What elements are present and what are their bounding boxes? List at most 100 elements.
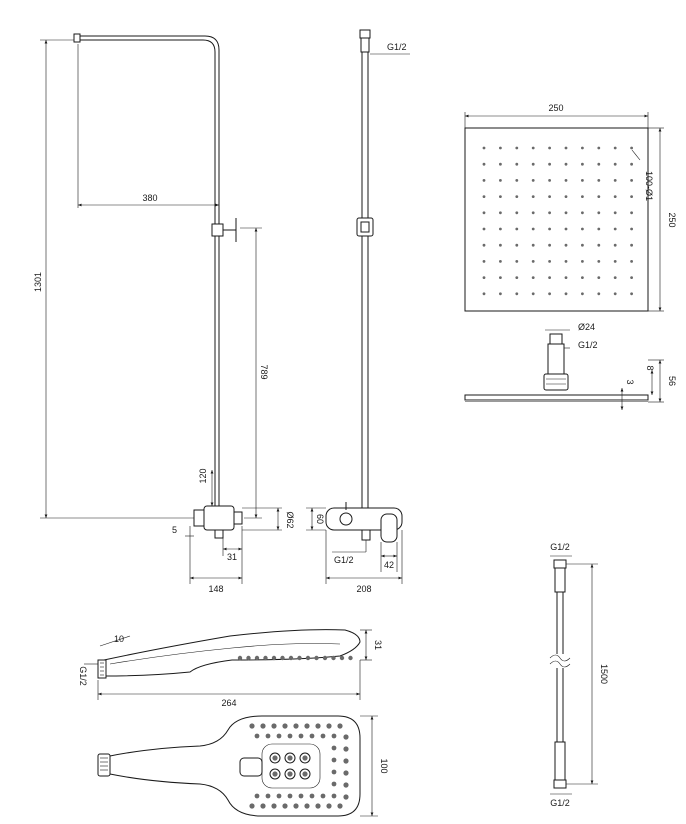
- hand-front-thread: [97, 753, 111, 777]
- nozzle-dot: [482, 260, 486, 263]
- nozzle-dot: [304, 723, 310, 729]
- dim-g12-top: G1/2: [387, 42, 407, 52]
- nozzle-dot: [254, 793, 260, 799]
- nozzle-dot: [581, 292, 584, 296]
- column-side-dimensions: 1301 380 789 120 5 31 148 Ø62: [33, 39, 295, 594]
- head-top-nut: [549, 333, 563, 345]
- nozzle-dot: [343, 794, 349, 800]
- nozzle-dot: [331, 769, 337, 775]
- nozzle-dot: [309, 733, 315, 739]
- nozzle-dot: [564, 260, 568, 263]
- nozzle-dot: [499, 227, 502, 231]
- nozzle-dot: [282, 723, 288, 729]
- side-mixer-body: [203, 505, 235, 531]
- dim-56: 56: [667, 376, 677, 386]
- nozzle-dot: [499, 260, 502, 263]
- nozzle-dot: [564, 146, 568, 150]
- hand-mode-button: [239, 757, 263, 777]
- nozzle-dot: [287, 771, 293, 777]
- nozzle-dot: [531, 227, 535, 231]
- nozzle-dot: [515, 227, 519, 231]
- dim-g12-hose-top: G1/2: [550, 542, 570, 552]
- nozzle-dot: [315, 723, 321, 729]
- nozzle-dot: [597, 227, 601, 231]
- dim-100: 100: [379, 758, 389, 773]
- head-side-dimensions: Ø24 G1/2 8 3 56: [545, 322, 677, 410]
- nozzle-dot: [249, 803, 255, 809]
- nozzle-dot: [531, 260, 535, 263]
- nozzle-dot: [482, 179, 486, 182]
- front-top-connector: [360, 37, 370, 53]
- nozzle-dot: [531, 276, 535, 279]
- side-mixer-outlet: [214, 529, 224, 539]
- hand-shower-front-dimensions: 100: [360, 715, 389, 817]
- nozzle-dot: [271, 655, 277, 661]
- head-plate-side: [464, 394, 649, 401]
- front-holder-inner: [360, 221, 370, 233]
- hand-front-body: [109, 715, 361, 817]
- nozzle-dot: [302, 755, 308, 761]
- nozzle-dot: [482, 195, 486, 199]
- nozzle-dot: [548, 179, 551, 182]
- nozzle-dot: [548, 211, 551, 215]
- nozzle-dot: [272, 771, 278, 777]
- dim-250-height: 250: [667, 212, 677, 227]
- nozzle-dot: [548, 243, 551, 247]
- nozzle-dot: [499, 195, 502, 199]
- nozzle-dot: [515, 195, 519, 199]
- side-shower-arm-cap: [73, 33, 81, 43]
- nozzle-dot: [288, 655, 294, 661]
- nozzle-dot: [326, 723, 332, 729]
- front-mixer-lever: [380, 513, 398, 543]
- nozzle-dot: [499, 179, 502, 182]
- nozzle-dot: [630, 227, 633, 231]
- dim-264: 264: [221, 698, 236, 708]
- nozzle-dot: [613, 243, 617, 247]
- nozzle-dot: [613, 292, 617, 296]
- nozzle-dot: [630, 260, 633, 263]
- nozzle-dot: [305, 655, 311, 661]
- nozzle-dot: [548, 276, 551, 279]
- nozzle-dot: [237, 655, 243, 661]
- nozzle-dot: [337, 723, 343, 729]
- nozzle-dot: [343, 770, 349, 776]
- nozzle-dot: [564, 195, 568, 199]
- dim-62: Ø62: [285, 511, 295, 528]
- dim-g12-hand: G1/2: [78, 666, 88, 686]
- dim-24: Ø24: [578, 322, 595, 332]
- nozzle-dot: [297, 655, 302, 661]
- nozzle-dot: [499, 243, 502, 247]
- nozzle-dot: [548, 162, 551, 166]
- nozzle-dot: [515, 211, 519, 215]
- dim-5: 5: [172, 525, 177, 535]
- dim-1301: 1301: [33, 272, 43, 292]
- head-top-dimensions: 250 250 100-Ø1: [464, 103, 677, 312]
- column-side-view: [73, 33, 243, 539]
- dim-g12-hose-bottom: G1/2: [550, 798, 570, 808]
- column-front-view: [325, 29, 403, 543]
- nozzle-dot: [630, 276, 633, 279]
- hose-top-nut: [553, 559, 567, 569]
- hand-shower-side-dimensions: 10 G1/2 31 264: [78, 629, 383, 708]
- nozzle-dot: [630, 243, 633, 247]
- nozzle-dot: [597, 243, 601, 247]
- hose: [549, 559, 571, 789]
- nozzle-dot: [482, 276, 486, 279]
- nozzle-dot: [597, 195, 601, 199]
- nozzle-dot: [564, 179, 568, 182]
- nozzle-dot: [343, 746, 349, 752]
- nozzle-dot: [581, 179, 584, 182]
- dim-1500: 1500: [599, 664, 609, 684]
- nozzle-dot: [581, 146, 584, 150]
- nozzle-dot: [304, 803, 310, 809]
- column-front-dimensions: G1/2 60 G1/2 42 208: [306, 42, 410, 594]
- nozzle-dot: [548, 146, 551, 150]
- hand-shower-front-view: [97, 715, 361, 817]
- nozzle-dot: [482, 292, 486, 296]
- nozzle-dot: [482, 227, 486, 231]
- nozzle-dot: [302, 771, 308, 777]
- nozzle-dot: [515, 179, 519, 182]
- nozzle-dot: [271, 723, 277, 729]
- nozzle-dot: [482, 211, 486, 215]
